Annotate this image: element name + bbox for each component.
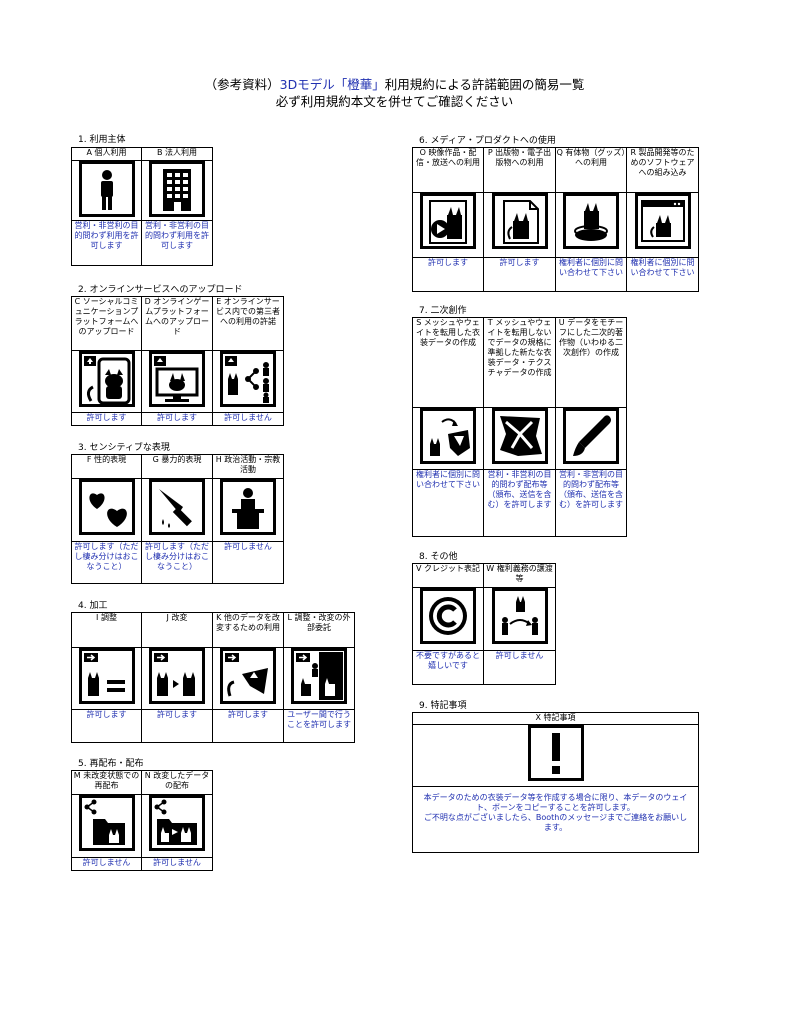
item-k-status: 許可します xyxy=(212,709,284,743)
modified-folder-icon xyxy=(141,794,213,858)
item-k-label: K 他のデータを改変するための利用 xyxy=(212,612,284,648)
item-q-status: 権利者に個別に問い合わせて下さい xyxy=(555,257,627,292)
section-4-title: 4. 加工 xyxy=(78,601,108,611)
copyright-icon xyxy=(412,587,484,651)
figure-icon xyxy=(555,192,627,258)
section-2-title: 2. オンラインサービスへのアップロード xyxy=(78,285,243,295)
item-x-status: 本データのための衣装データ等を作成する場合に限り、本データのウェイト、ボーンをコ… xyxy=(412,786,699,853)
item-o-label: O 映像作品・配信・放送への利用 xyxy=(412,147,484,193)
person-icon xyxy=(71,160,142,221)
hearts-icon xyxy=(71,478,142,542)
item-g-label: G 暴力的表現 xyxy=(141,454,213,479)
item-q-label: Q 有体物（グッズ）への利用 xyxy=(555,147,627,193)
item-x-status-line-2: ご不明な点がございましたら、Boothのメッセージまでご連絡をお願いします。 xyxy=(423,813,688,832)
section-9-table: X 特記事項 本データのための衣装データ等を作成する場合に限り、本データのウェイ… xyxy=(412,712,699,853)
item-n-label: N 改変したデータの配布 xyxy=(141,770,213,795)
item-r-label: R 製品開発等のためのソフトウェアへの組み込み xyxy=(626,147,699,193)
share-users-icon xyxy=(212,350,284,413)
cloth-icon xyxy=(483,407,556,470)
item-m-label: M 未改変状態での再配布 xyxy=(71,770,142,795)
item-h-status: 許可しません xyxy=(212,541,284,584)
section-8-title: 8. その他 xyxy=(419,552,458,562)
item-i-label: I 調整 xyxy=(71,612,142,648)
outsource-icon xyxy=(283,647,355,710)
item-x-label: X 特記事項 xyxy=(412,712,699,725)
item-o-status: 許可します xyxy=(412,257,484,292)
item-w-status: 許可しません xyxy=(483,650,556,685)
software-window-icon xyxy=(626,192,699,258)
item-b-status: 営利・非営利の目的問わず利用を許可します xyxy=(141,220,213,266)
video-icon xyxy=(412,192,484,258)
item-p-label: P 出版物・電子出版物への利用 xyxy=(483,147,556,193)
section-9-title: 9. 特記事項 xyxy=(419,701,467,711)
item-j-status: 許可します xyxy=(141,709,213,743)
item-d-label: D オンラインゲームプラットフォームへのアップロード xyxy=(141,296,213,351)
item-f-status: 許可します（ただし棲み分けはおこなうこと） xyxy=(71,541,142,584)
item-l-label: L 調整・改変の外部委託 xyxy=(283,612,355,648)
item-e-label: E オンラインサービス内での第三者への利用の許諾 xyxy=(212,296,284,351)
section-3-title: 3. センシティブな表現 xyxy=(78,443,170,453)
item-t-status: 営利・非営利の目的問わず配布等（頒布、送信を含む）を許可します xyxy=(483,469,556,537)
other-data-icon xyxy=(212,647,284,710)
title-prefix: （参考資料） xyxy=(204,77,280,92)
item-p-status: 許可します xyxy=(483,257,556,292)
upload-monitor-icon xyxy=(141,350,213,413)
item-n-status: 許可しません xyxy=(141,857,213,871)
item-s-label: S メッシュやウェイトを転用した衣装データの作成 xyxy=(412,317,484,408)
speaker-podium-icon xyxy=(212,478,284,542)
item-w-label: W 権利義務の譲渡等 xyxy=(483,563,556,588)
section-6-title: 6. メディア・プロダクトへの使用 xyxy=(419,136,556,146)
item-i-status: 許可します xyxy=(71,709,142,743)
item-j-label: J 改変 xyxy=(141,612,213,648)
modify-icon xyxy=(141,647,213,710)
mesh-transfer-icon xyxy=(412,407,484,470)
exclamation-icon xyxy=(412,724,699,787)
item-c-label: C ソーシャルコミュニケーションプラットフォームへのアップロード xyxy=(71,296,142,351)
item-v-label: V クレジット表記 xyxy=(412,563,484,588)
page-title: （参考資料）3Dモデル「橙華」利用規約による許諾範囲の簡易一覧 xyxy=(0,76,789,94)
item-r-status: 権利者に個別に問い合わせて下さい xyxy=(626,257,699,292)
item-m-status: 許可しません xyxy=(71,857,142,871)
publication-icon xyxy=(483,192,556,258)
title-model-name: 3Dモデル「橙華」 xyxy=(279,77,385,92)
transfer-icon xyxy=(483,587,556,651)
item-a-label: A 個人利用 xyxy=(71,147,142,161)
title-suffix: 利用規約による許諾範囲の簡易一覧 xyxy=(384,77,585,92)
page-subtitle: 必ず利用規約本文を併せてご確認ください xyxy=(275,94,514,109)
item-u-label: U データをモチーフにした二次的著作物（いわゆる二次創作）の作成 xyxy=(555,317,627,408)
item-v-status: 不要ですがあると嬉しいです xyxy=(412,650,484,685)
item-e-status: 許可しません xyxy=(212,412,284,426)
item-f-label: F 性的表現 xyxy=(71,454,142,479)
building-icon xyxy=(141,160,213,221)
upload-phone-icon xyxy=(71,350,142,413)
item-g-status: 許可します（ただし棲み分けはおこなうこと） xyxy=(141,541,213,584)
section-7-title: 7. 二次創作 xyxy=(419,306,467,316)
item-s-status: 権利者に個別に問い合わせて下さい xyxy=(412,469,484,537)
item-h-label: H 政治活動・宗教活動 xyxy=(212,454,284,479)
adjust-icon xyxy=(71,647,142,710)
item-d-status: 許可します xyxy=(141,412,213,426)
item-c-status: 許可します xyxy=(71,412,142,426)
section-5-title: 5. 再配布・配布 xyxy=(78,759,144,769)
item-b-label: B 法人利用 xyxy=(141,147,213,161)
section-1-title: 1. 利用主体 xyxy=(78,135,126,145)
item-l-status: ユーザー間で行うことを許可します xyxy=(283,709,355,743)
item-t-label: T メッシュやウェイトを転用しないでデータの規格に準拠した新たな衣装データ・テク… xyxy=(483,317,556,408)
item-u-status: 営利・非営利の目的問わず配布等（頒布、送信を含む）を許可します xyxy=(555,469,627,537)
share-folder-icon xyxy=(71,794,142,858)
brush-icon xyxy=(555,407,627,470)
knife-icon xyxy=(141,478,213,542)
item-x-status-line-1: 本データのための衣装データ等を作成する場合に限り、本データのウェイト、ボーンをコ… xyxy=(423,793,688,812)
item-a-status: 営利・非営利の目的問わず利用を許可します xyxy=(71,220,142,266)
